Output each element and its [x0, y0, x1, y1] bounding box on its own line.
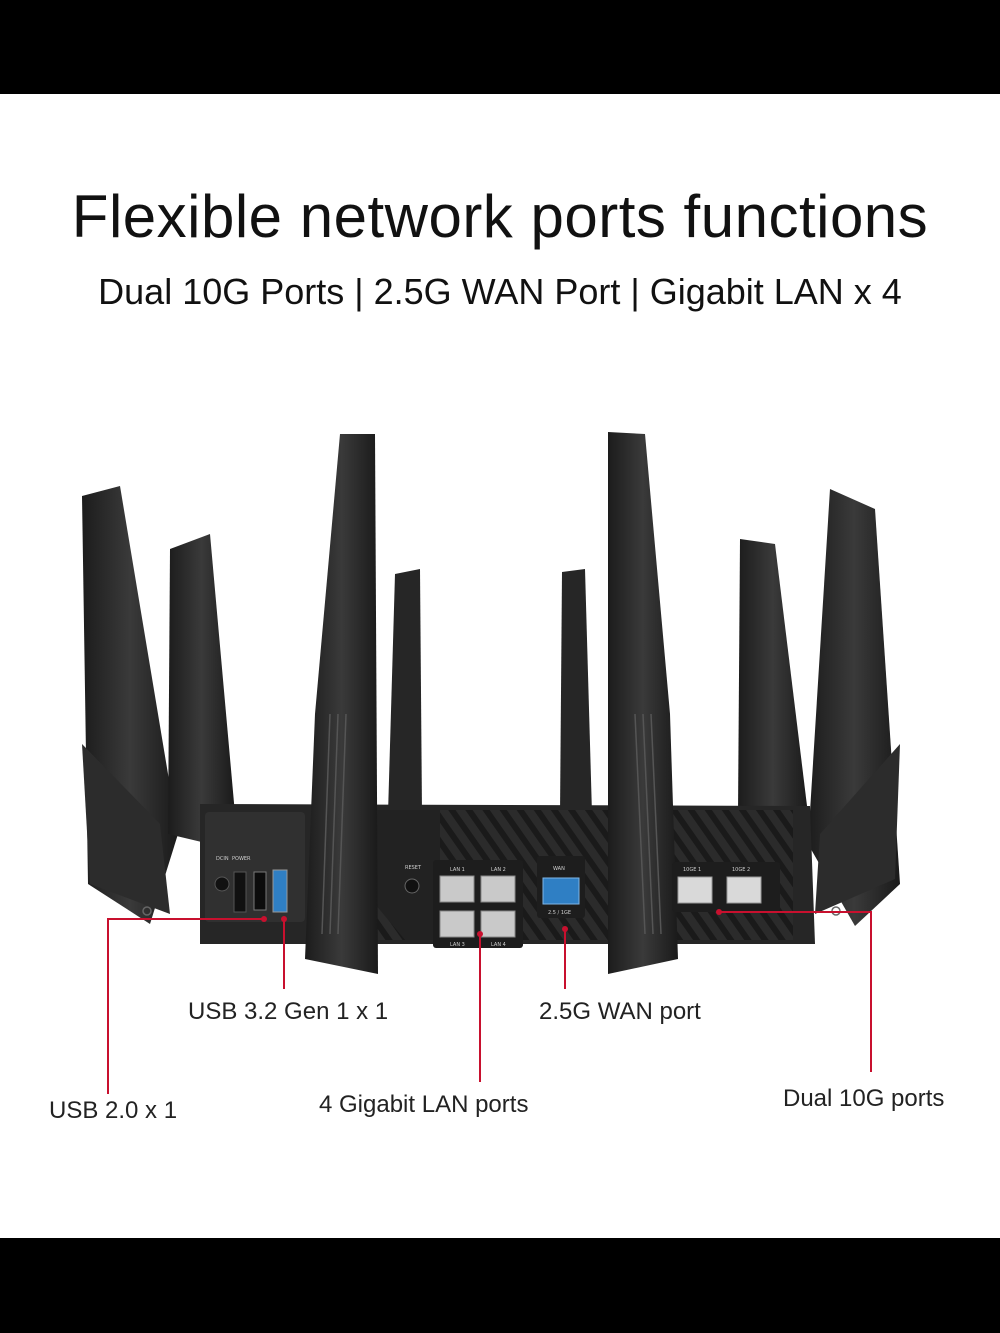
led-left [142, 906, 152, 916]
lan2-port [480, 875, 516, 903]
lan2-label: LAN 2 [491, 867, 506, 873]
antenna-center-left [388, 569, 422, 814]
callout-usb2: USB 2.0 x 1 [49, 1097, 178, 1124]
callout-wan: 2.5G WAN port [539, 998, 701, 1025]
product-image-panel: Flexible network ports functions Dual 10… [0, 94, 1000, 1238]
lan1-label: LAN 1 [450, 867, 465, 873]
router-illustration: DCIN POWER RESET LAN 1 LAN 2 LAN 3 LAN 4… [82, 432, 900, 974]
antenna-front-right [608, 432, 678, 974]
antenna-front-right-vents [634, 713, 662, 935]
lan3-port [439, 910, 475, 938]
led-right [831, 906, 841, 916]
antenna-left-inner [168, 534, 235, 844]
antenna-front-left [305, 434, 378, 974]
tenge1-port [677, 876, 713, 904]
tenge2-port [726, 876, 762, 904]
antenna-right-fin [815, 744, 900, 914]
port-bezel-left [375, 810, 440, 940]
page-title: Flexible network ports functions [71, 183, 929, 250]
callout-lan: 4 Gigabit LAN ports [319, 1091, 529, 1118]
bottom-letterbox [0, 1238, 1000, 1333]
antenna-right-inner [738, 539, 808, 834]
top-letterbox [0, 0, 1000, 94]
power-label: POWER [232, 856, 251, 862]
lan-port-group: LAN 1 LAN 2 LAN 3 LAN 4 [433, 860, 523, 948]
lan1-port [439, 875, 475, 903]
antenna-left-fin [82, 744, 170, 914]
lan3-label: LAN 3 [450, 942, 465, 948]
wan-label: WAN [553, 866, 565, 872]
lan4-label: LAN 4 [491, 942, 506, 948]
callout-10g: Dual 10G ports [783, 1085, 945, 1112]
reset-label: RESET [405, 865, 422, 871]
reset-button [404, 878, 420, 894]
wan-speed-label: 2.5 / 1GE [548, 910, 571, 916]
usb2-port [253, 871, 267, 911]
tenge2-label: 10GE 2 [732, 867, 750, 873]
wan-port-group: WAN 2.5 / 1GE [537, 856, 585, 918]
usb3-port [272, 869, 288, 913]
antenna-center-right [560, 569, 592, 814]
lan4-port [480, 910, 516, 938]
dcin-label: DCIN [216, 856, 229, 862]
wan-port [542, 877, 580, 905]
tenge-port-group: 10GE 1 10GE 2 [672, 862, 780, 912]
tenge1-label: 10GE 1 [683, 867, 701, 873]
antenna-front-left-vents [321, 713, 347, 935]
page-subtitle: Dual 10G Ports | 2.5G WAN Port | Gigabit… [98, 271, 902, 312]
power-jack [214, 876, 230, 892]
callout-usb3: USB 3.2 Gen 1 x 1 [188, 998, 389, 1025]
power-button [233, 871, 247, 913]
